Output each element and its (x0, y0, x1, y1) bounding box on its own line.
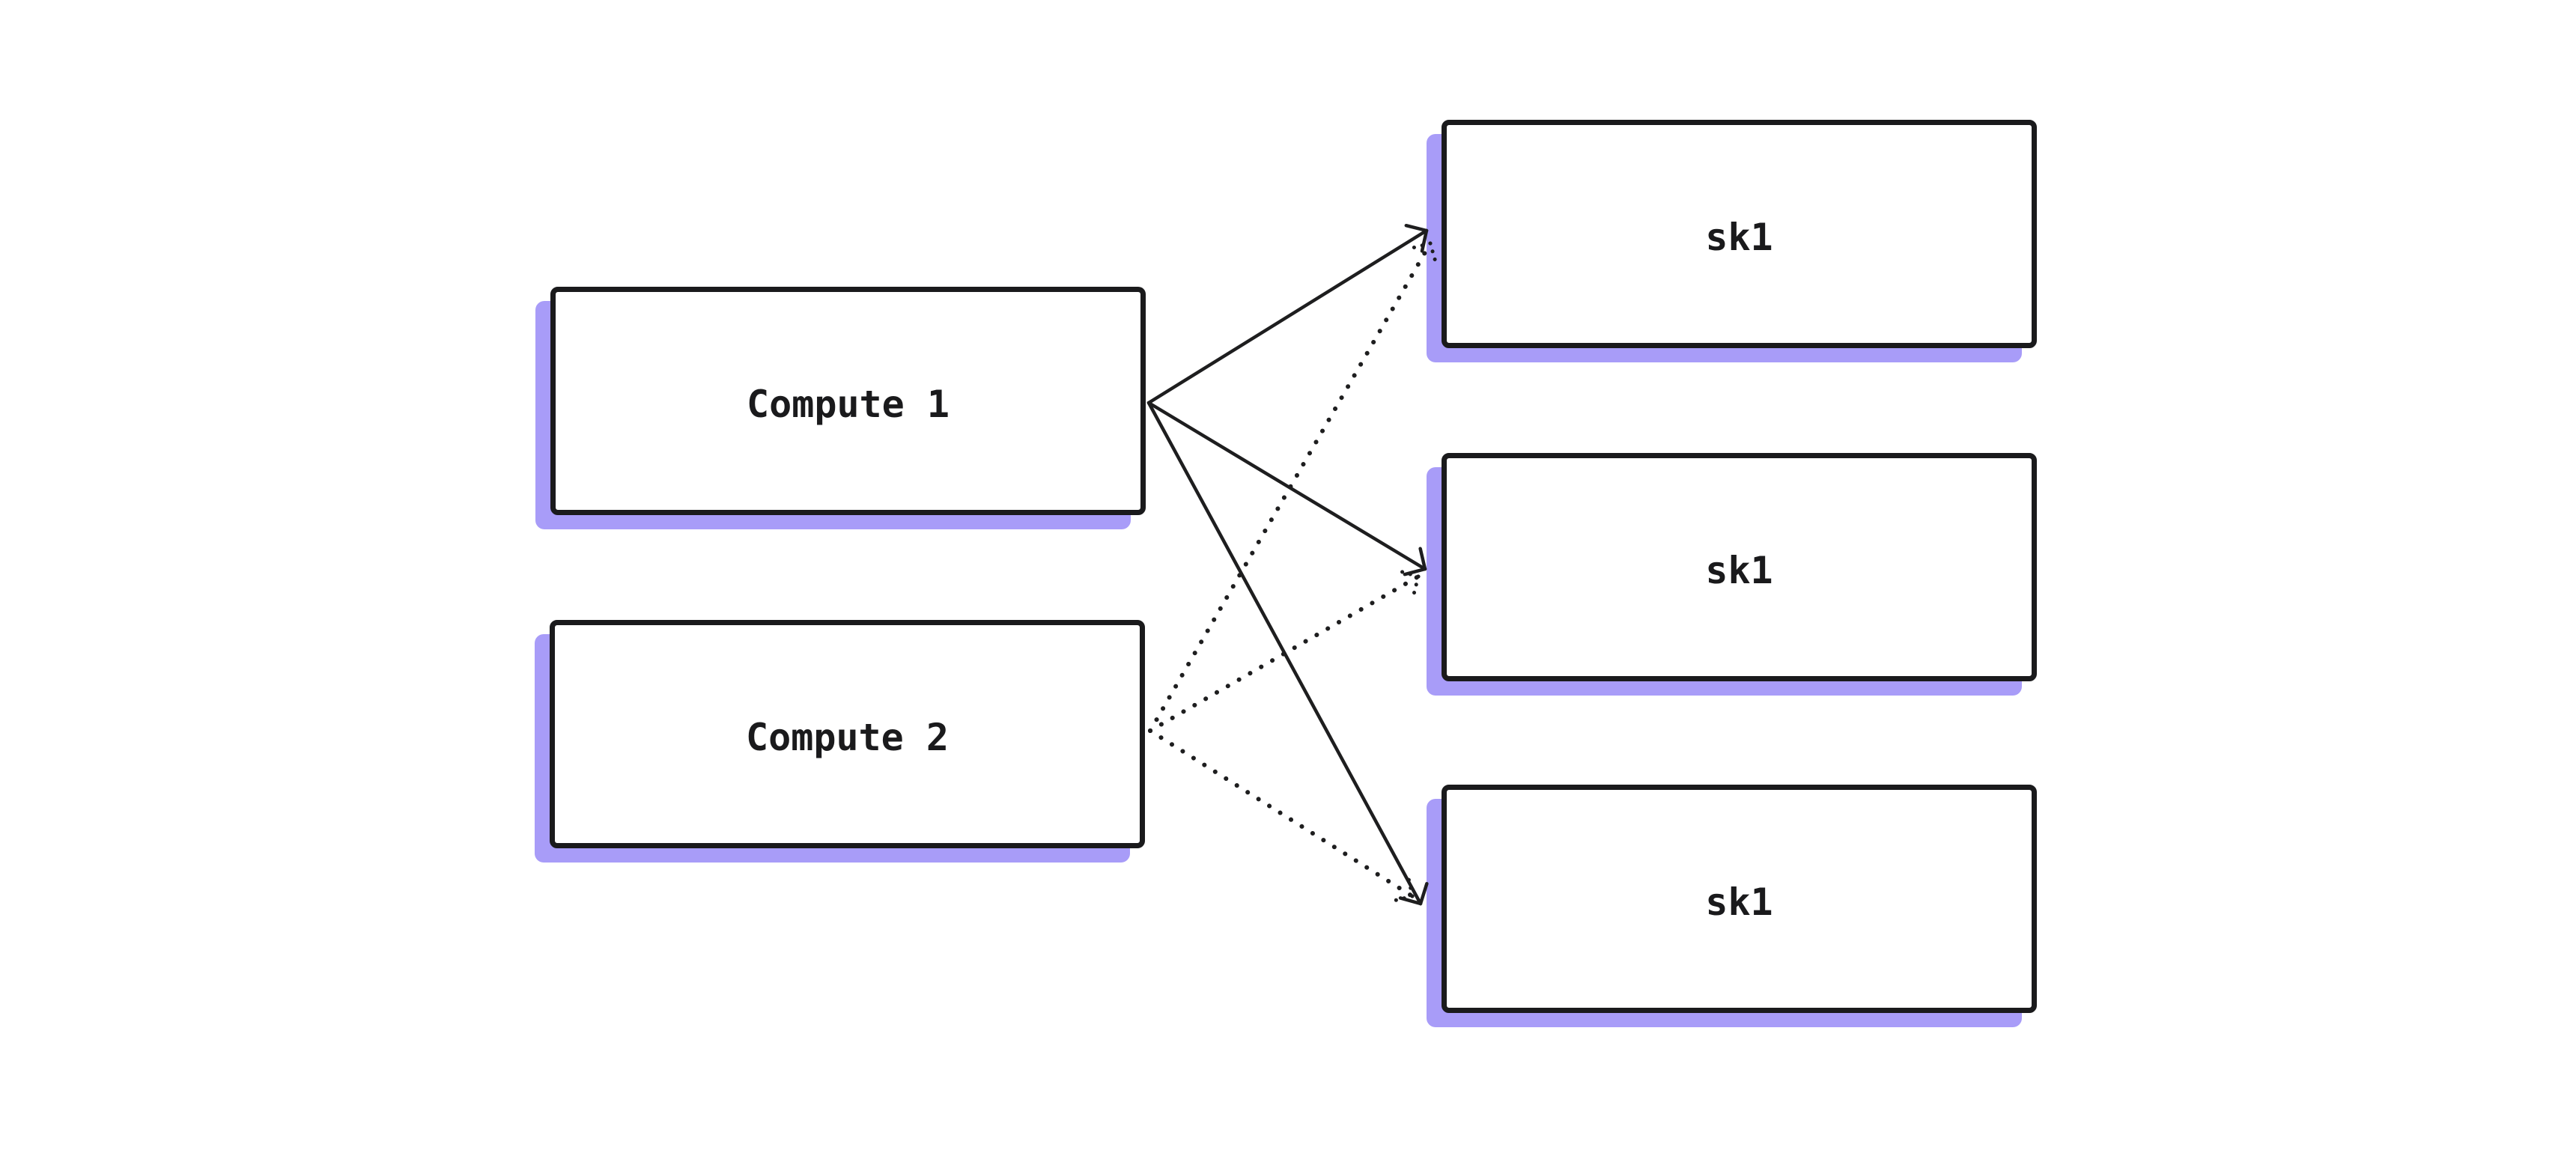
node-label: sk1 (1705, 880, 1773, 924)
node-sk1-top: sk1 (1427, 120, 2037, 362)
node-label: sk1 (1705, 548, 1773, 592)
node-body: Compute 2 (550, 620, 1145, 848)
node-body: sk1 (1442, 785, 2037, 1013)
node-sk1-middle: sk1 (1427, 453, 2037, 696)
node-body: sk1 (1442, 453, 2037, 681)
edge-compute-1-sk-bottom-solid (1146, 401, 1429, 906)
node-body: sk1 (1442, 120, 2037, 348)
edge-compute-2-sk-bottom-dotted (1148, 728, 1415, 902)
edge-compute-2-sk-mid-dotted (1148, 570, 1421, 733)
node-label: Compute 1 (747, 382, 950, 426)
node-body: Compute 1 (550, 287, 1146, 515)
node-compute-1: Compute 1 (535, 287, 1146, 529)
edge-compute-1-sk-top-solid (1146, 223, 1429, 405)
edge-compute-2-sk-top-dotted (1148, 241, 1437, 733)
node-sk1-bottom: sk1 (1427, 785, 2037, 1027)
edge-compute-1-sk-mid-solid (1146, 401, 1427, 576)
node-compute-2: Compute 2 (535, 620, 1145, 863)
node-label: Compute 2 (746, 715, 949, 759)
node-label: sk1 (1705, 215, 1773, 259)
